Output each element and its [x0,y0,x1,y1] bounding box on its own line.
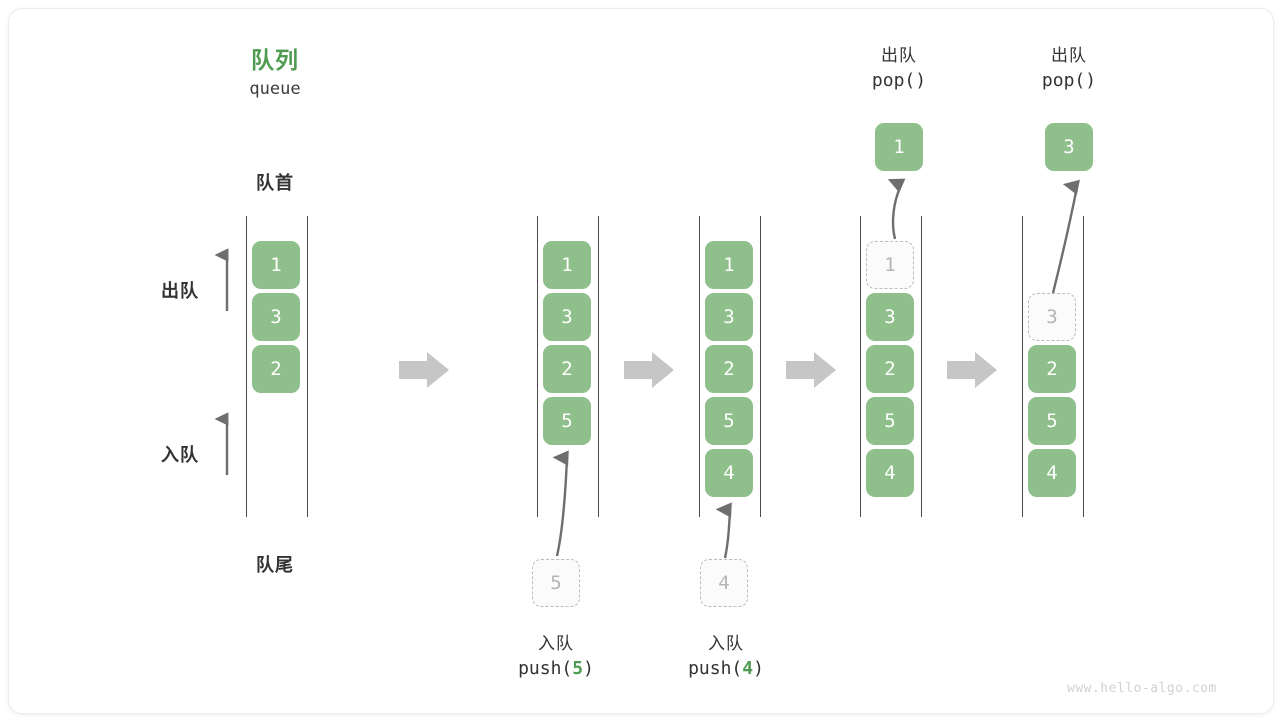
queue-item: 1 [543,241,591,289]
step-arrow-icon [947,352,997,388]
pop-3-label-code: pop() [1041,70,1097,91]
queue-rail-right [1083,216,1084,517]
diagram-card: 队列 queue 队首 队尾 出队 入队 1 3 2 1 3 2 5 5 [8,8,1274,714]
pop-arrow-icon [887,178,906,240]
queue-item: 3 [252,293,300,341]
enqueue-side-label: 入队 [161,445,199,465]
dequeue-side-label: 出队 [161,281,199,301]
queue-item-removed: 3 [1028,293,1076,341]
queue-item-removed: 1 [866,241,914,289]
pop-arrow-icon [1051,179,1080,294]
diagram-title-cn: 队列 [251,47,299,73]
queue-item: 5 [1028,397,1076,445]
queue-item-new: 5 [543,397,591,445]
queue-item: 2 [866,345,914,393]
queue-rail-left [246,216,247,517]
pop-1-label-cn: 出队 [881,46,917,65]
step-arrow-icon [786,352,836,388]
diagram-title-en: queue [249,79,301,99]
queue-item: 4 [1028,449,1076,497]
push-5-label: 入队 push(5) [496,629,616,679]
queue-item: 1 [252,241,300,289]
pop-3-label: 出队 pop() [1009,41,1129,91]
queue-item-new: 4 [705,449,753,497]
queue-rail-right [598,216,599,517]
queue-item: 4 [866,449,914,497]
queue-item: 2 [252,345,300,393]
dequeue-direction-arrow-icon [215,248,229,311]
queue-item: 2 [543,345,591,393]
push-5-label-code: push(5) [518,658,594,679]
queue-rail-left [699,216,700,517]
queue-item: 1 [705,241,753,289]
push-4-label-cn: 入队 [708,634,744,653]
step-arrow-icon [399,352,449,388]
queue-rail-left [537,216,538,517]
pop-3-label-cn: 出队 [1051,46,1087,65]
queue-item: 5 [866,397,914,445]
popped-element-box: 3 [1045,123,1093,171]
popped-element-box: 1 [875,123,923,171]
push-ghost-box: 5 [532,559,580,607]
queue-rail-left [1022,216,1023,517]
queue-item: 3 [543,293,591,341]
pop-1-label: 出队 pop() [839,41,959,91]
queue-rail-right [921,216,922,517]
queue-rail-right [307,216,308,517]
push-5-label-cn: 入队 [538,634,574,653]
push-arrow-icon [552,450,569,557]
queue-rail-right [760,216,761,517]
queue-item: 3 [705,293,753,341]
enqueue-direction-arrow-icon [215,412,229,475]
queue-item: 2 [1028,345,1076,393]
pop-1-label-code: pop() [871,70,927,91]
push-4-label: 入队 push(4) [666,629,786,679]
watermark: www.hello-algo.com [1067,681,1217,696]
step-arrow-icon [624,352,674,388]
rear-label: 队尾 [256,555,294,575]
queue-item: 2 [705,345,753,393]
push-arrow-icon [715,502,732,559]
queue-item: 3 [866,293,914,341]
front-label: 队首 [256,173,294,193]
push-4-label-code: push(4) [688,658,764,679]
push-ghost-box: 4 [700,559,748,607]
queue-item: 5 [705,397,753,445]
queue-rail-left [860,216,861,517]
